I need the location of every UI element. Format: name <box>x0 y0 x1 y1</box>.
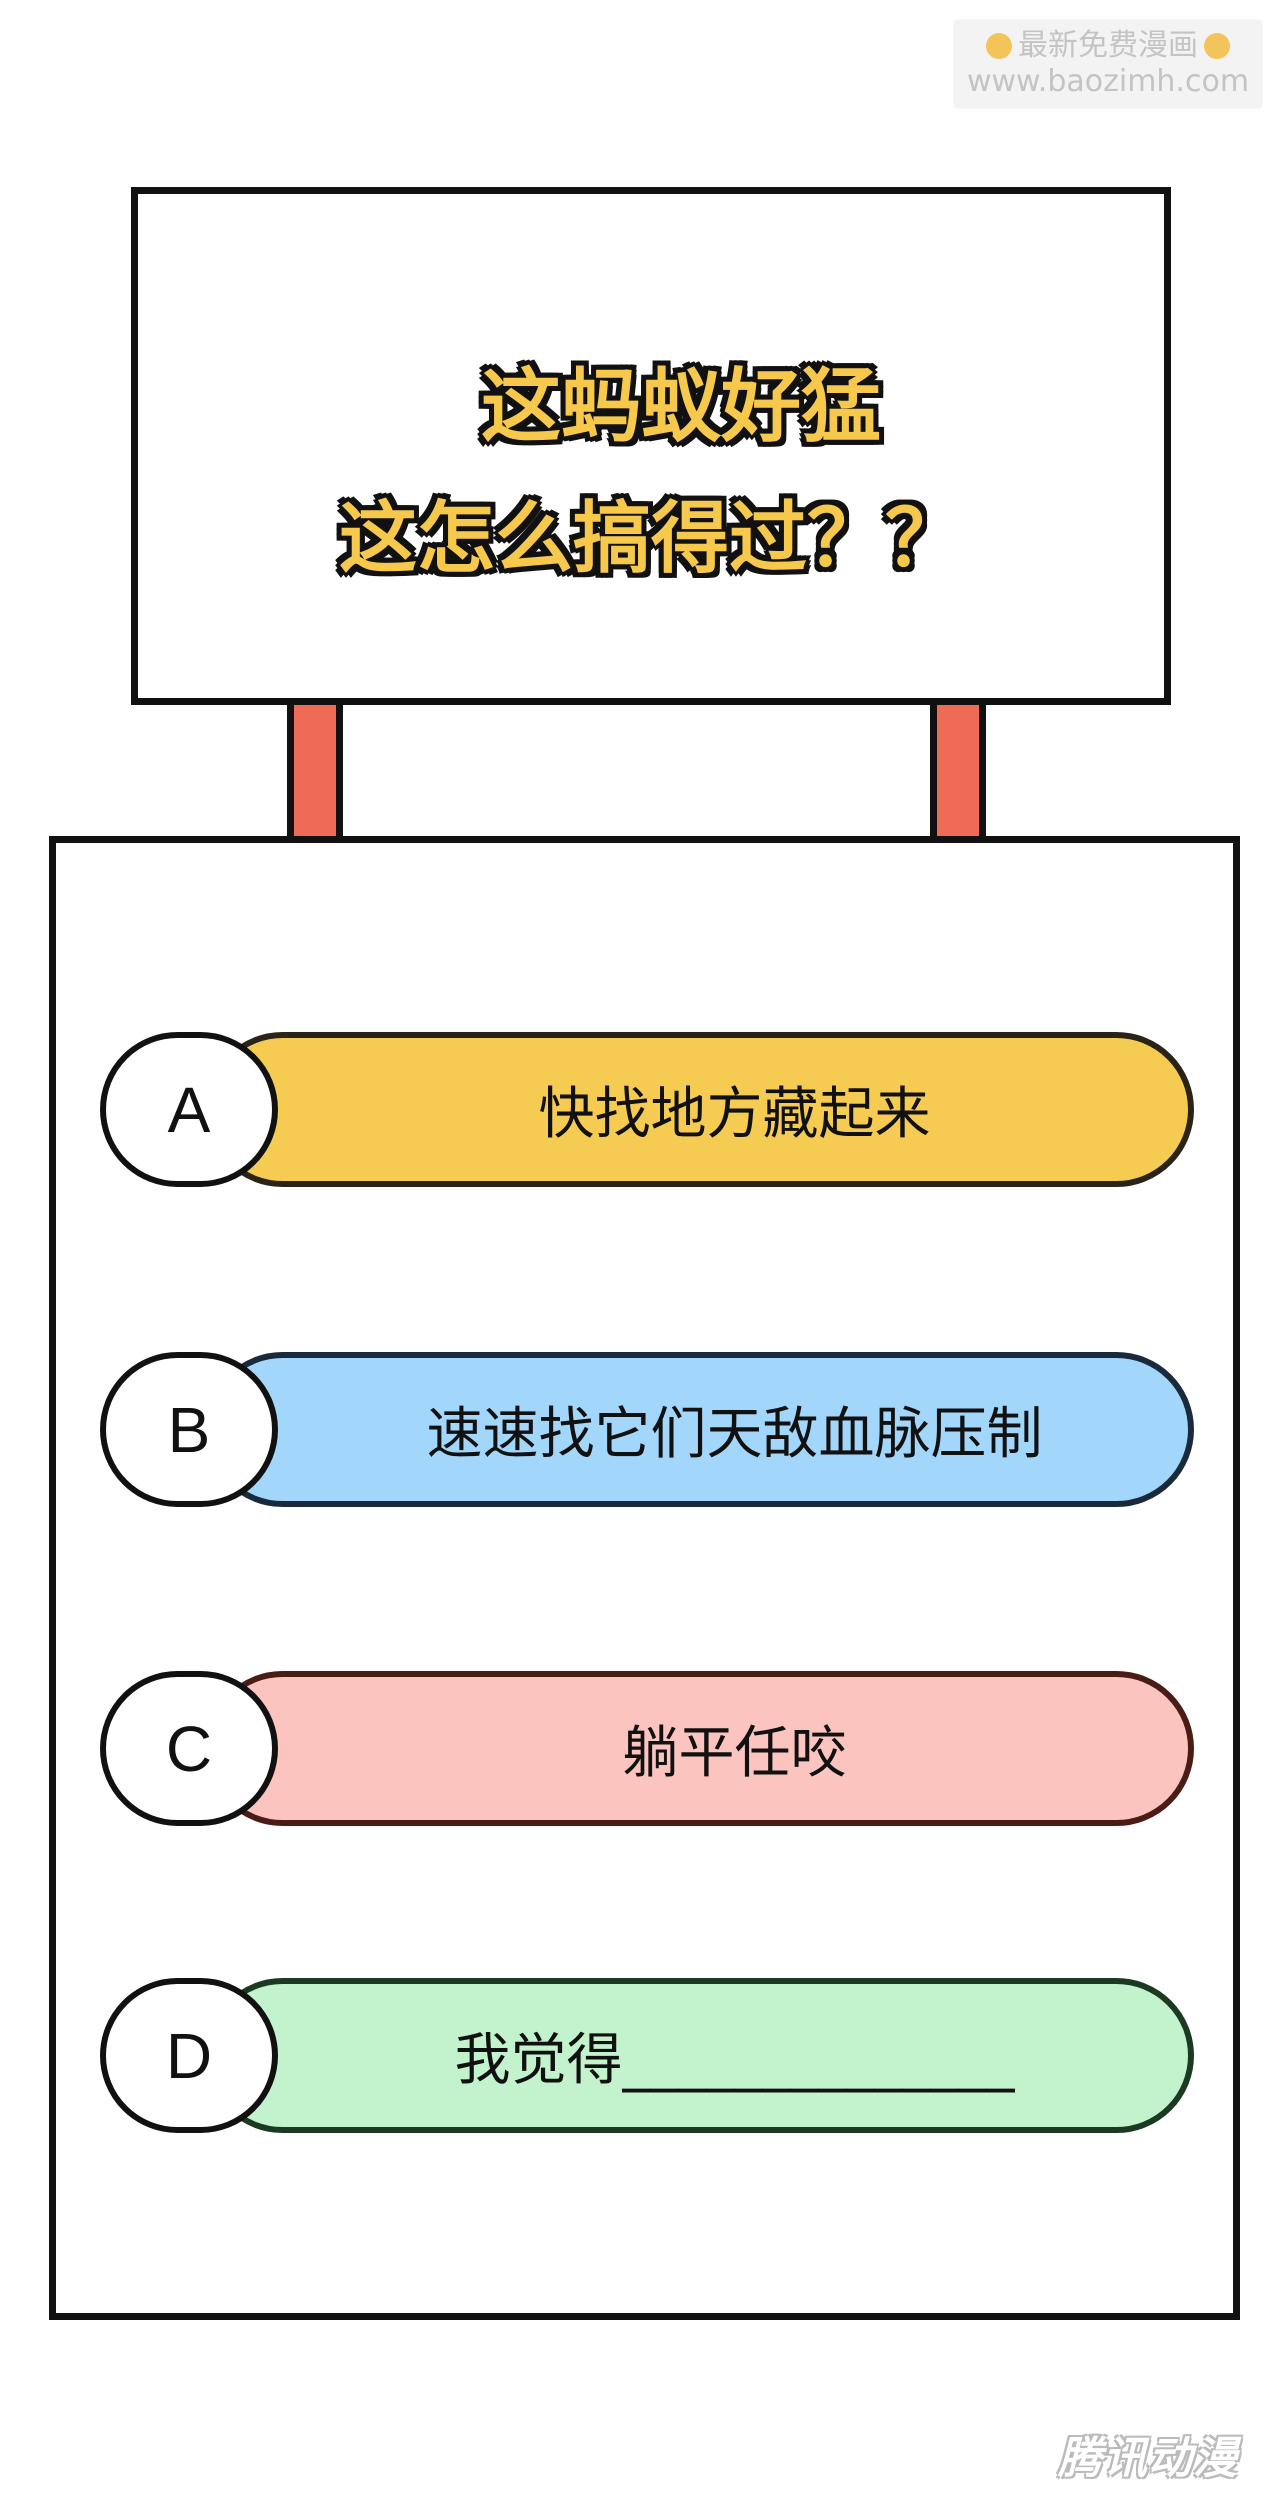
option-c-letter: C <box>100 1671 278 1826</box>
option-c-bar[interactable]: 躺平任咬 <box>205 1671 1194 1826</box>
option-b[interactable]: 速速找它们天敌血脉压制 B <box>100 1352 1194 1507</box>
option-a-letter: A <box>100 1032 278 1187</box>
option-a[interactable]: 快找地方藏起来 A <box>100 1032 1194 1187</box>
option-b-bar[interactable]: 速速找它们天敌血脉压制 <box>205 1352 1194 1507</box>
option-a-bar[interactable]: 快找地方藏起来 <box>205 1032 1194 1187</box>
watermark: 最新免费漫画 www.baozimh.com <box>953 19 1263 109</box>
pointing-hand-icon <box>986 33 1012 59</box>
sign-title-line2: 这怎么搞得过？？ <box>338 494 963 584</box>
option-b-letter: B <box>100 1352 278 1507</box>
option-d[interactable]: 我觉得______________ D <box>100 1978 1194 2133</box>
option-d-bar[interactable]: 我觉得______________ <box>205 1978 1194 2133</box>
watermark-url: www.baozimh.com <box>966 64 1250 99</box>
option-c[interactable]: 躺平任咬 C <box>100 1671 1194 1826</box>
sign-post-left <box>287 705 343 840</box>
tencent-comics-logo: 腾讯动漫 <box>1058 2433 1238 2484</box>
option-d-letter: D <box>100 1978 278 2133</box>
sign-board: 这蚂蚁好猛 这怎么搞得过？？ <box>131 187 1171 705</box>
watermark-line1: 最新免费漫画 <box>1018 28 1198 63</box>
sign-post-right <box>930 705 986 840</box>
sign-title-line1: 这蚂蚁好猛 <box>481 360 881 453</box>
pointing-hand-icon <box>1204 33 1230 59</box>
